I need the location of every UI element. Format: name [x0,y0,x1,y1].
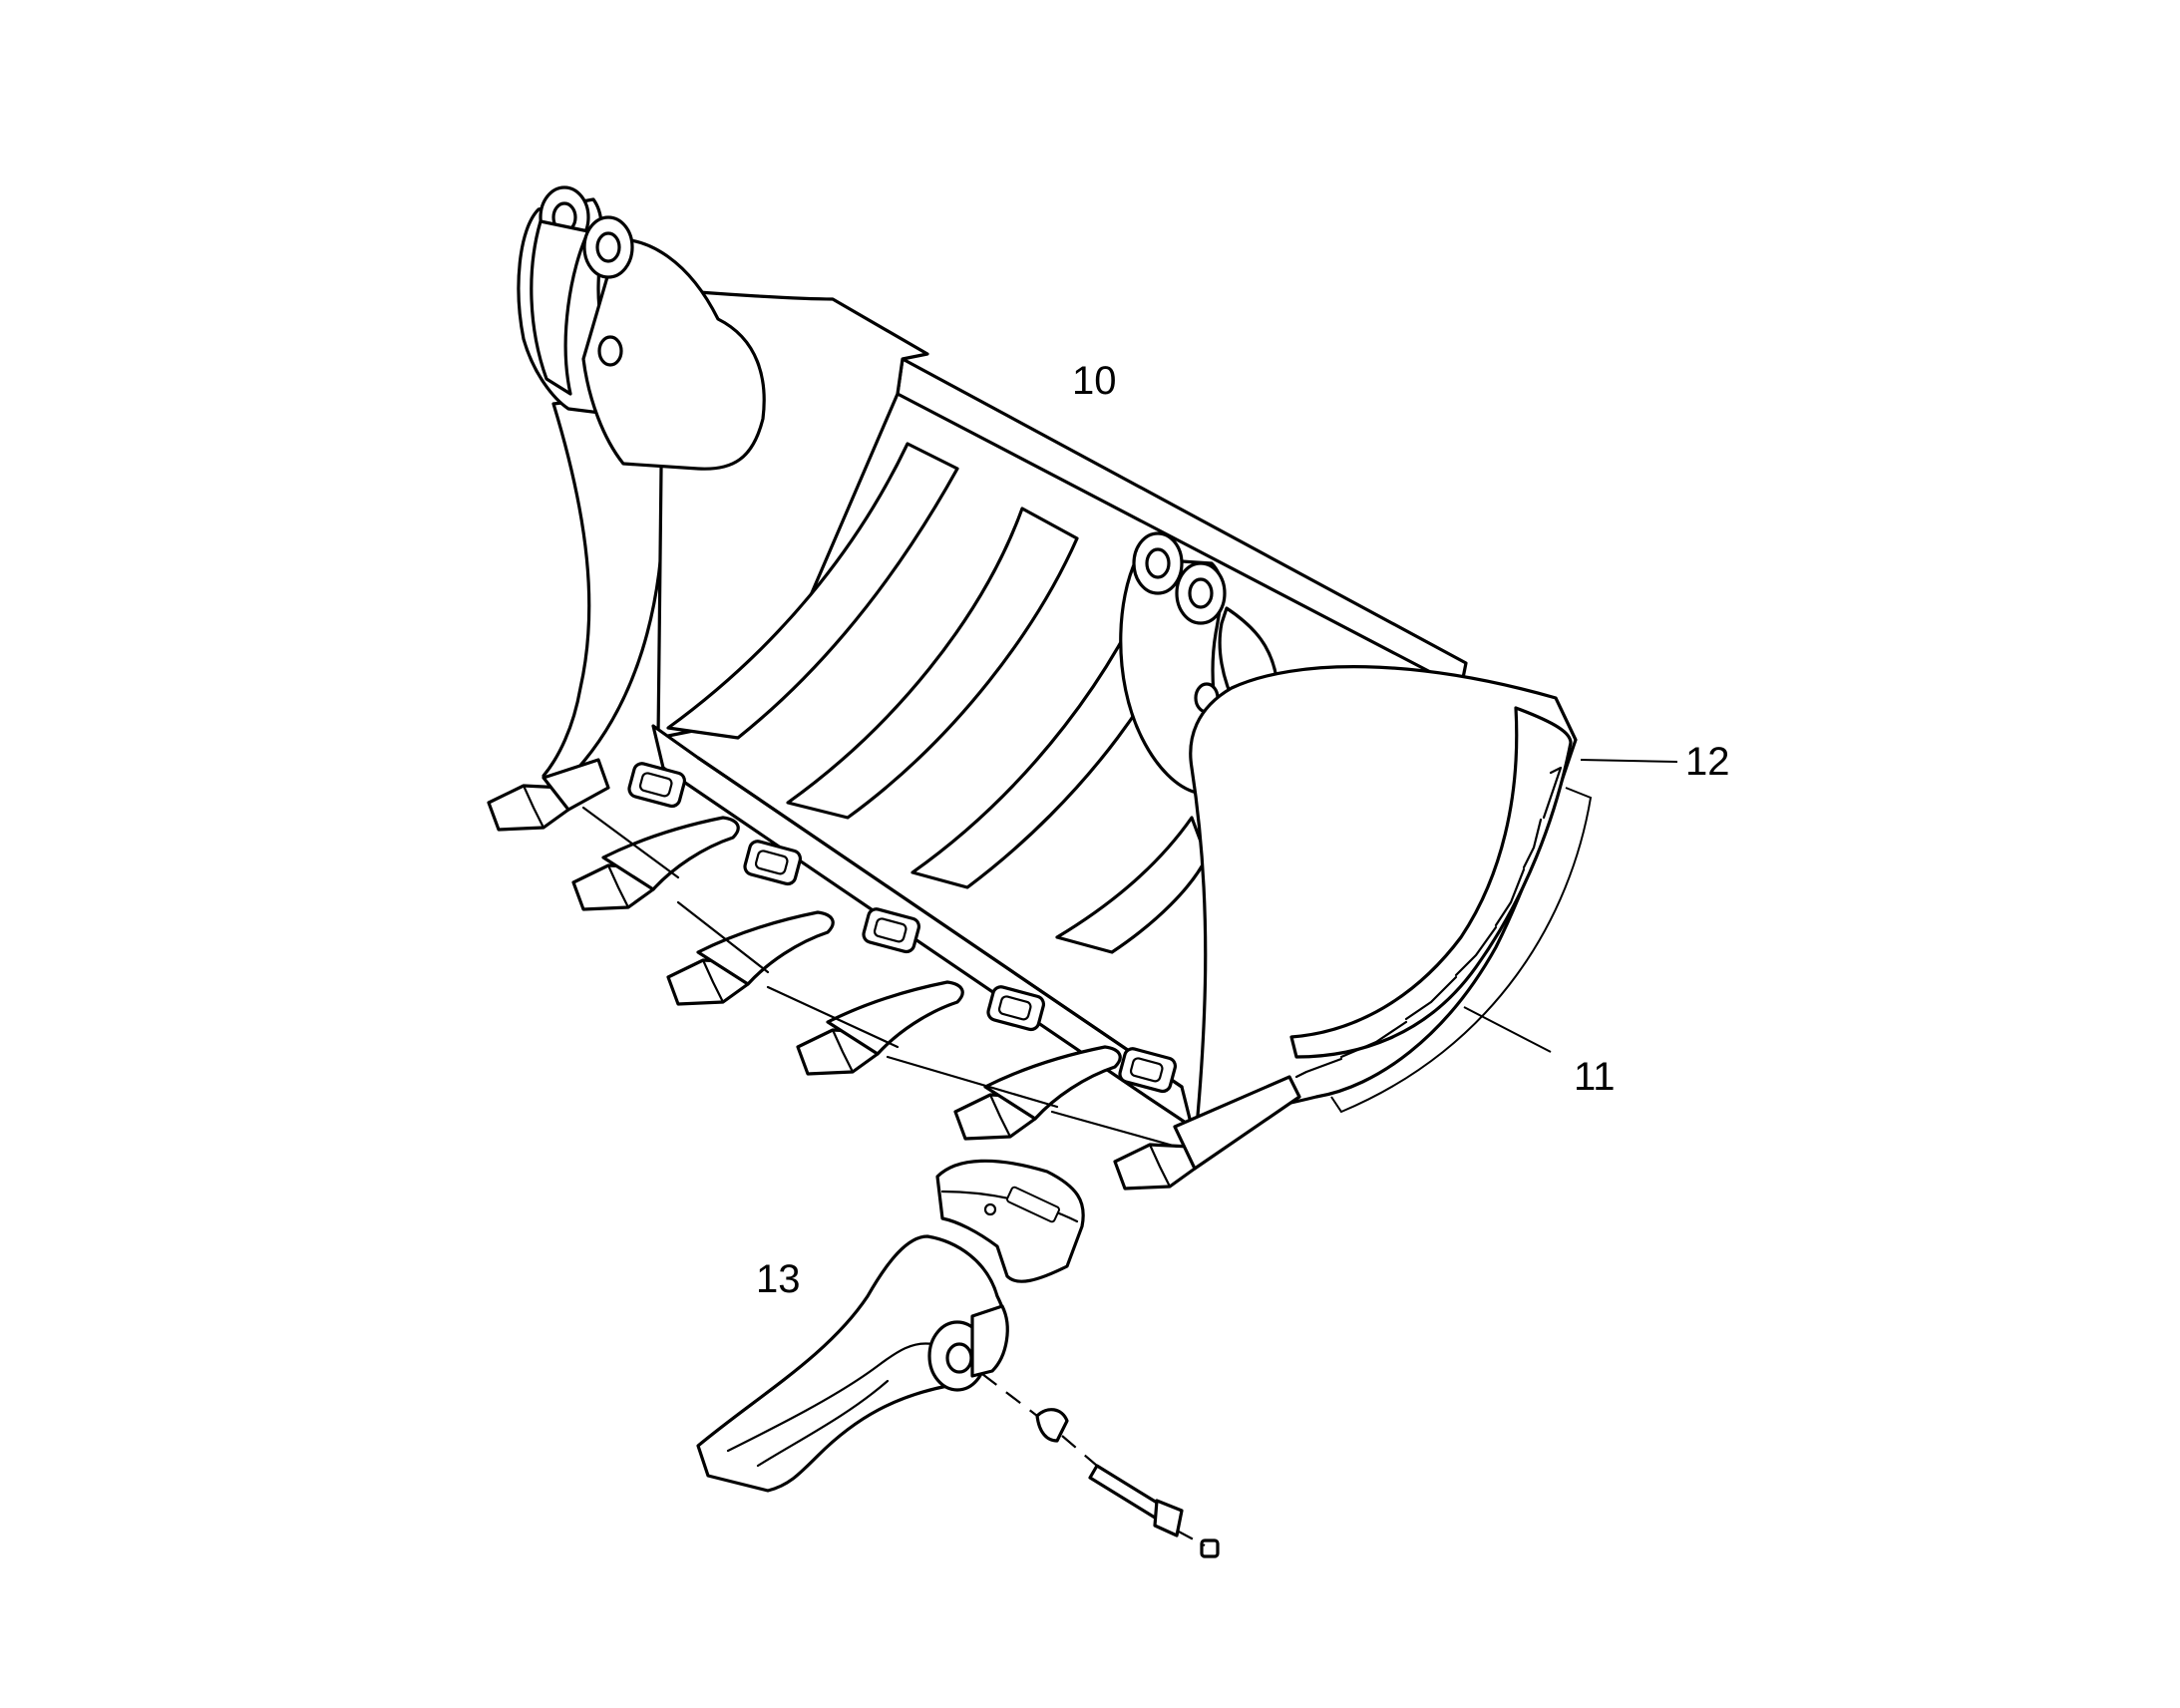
tooth-retainer [1035,1408,1069,1443]
tooth-shroud-hole [983,1202,997,1216]
lip-tooth-3 [666,910,835,1006]
leader-lines [1463,759,1678,1053]
lip-strap-2 [676,900,770,974]
lip-strap-1 [581,806,680,879]
tooth-shroud-logo [1006,1186,1060,1223]
tooth-assembly [696,1159,1220,1558]
left-lug-outer-arm [530,219,590,396]
tooth-pin-hole [945,1342,973,1374]
lip-tooth-6 [1113,1075,1301,1191]
side-cutter-bracket [1330,787,1593,1114]
tooth-point-groove [726,1342,934,1453]
lip-adapter-5 [1118,1047,1178,1094]
tooth-pin [1088,1464,1164,1520]
right-side-face [1289,706,1573,1059]
middle-lug-inner-hole [1188,577,1214,609]
leader-11 [1463,1006,1552,1053]
lip-strap-4 [886,1055,1059,1109]
cutting-edge-lower [696,756,1184,1089]
callout-13: 13 [756,1257,801,1301]
callout-labels: 10 12 11 13 [756,359,1730,1301]
lip-tooth-5 [953,1045,1122,1141]
left-bracket-pin-hole [597,335,623,367]
left-hinge-gusset [581,237,766,471]
tooth-pin-washer [1200,1538,1220,1558]
tooth-assembly-centerline [981,1373,1206,1546]
wear-strip-2 [786,507,1079,820]
tooth-point-lug [970,1304,1009,1378]
lip-strap-5 [1050,1110,1179,1149]
lip-tooth-1 [487,758,610,832]
callout-12: 12 [1685,740,1730,784]
wear-strip-4 [1055,816,1209,954]
lip-tooth-4 [796,980,964,1076]
lip-tooth-2 [571,816,740,911]
lip-teeth [487,758,1301,1191]
tooth-shroud [935,1159,1085,1283]
lip-adapter-2 [743,840,803,886]
left-lug-inner-hole [595,231,621,263]
leader-12 [1580,759,1678,763]
lip-strap-3 [766,985,900,1049]
right-side-plate [1189,665,1578,1129]
wear-strip-1 [666,442,959,740]
lip-adapter-3 [862,907,921,954]
lip-adapter-4 [986,985,1046,1032]
callout-11: 11 [1574,1055,1616,1099]
bucket-body [517,185,1578,1129]
tooth-pin-head [1153,1499,1184,1537]
middle-lug-outer-hole [1145,547,1171,579]
lip-adapter-1 [627,762,687,809]
callout-10: 10 [1072,359,1117,403]
tooth-point-ridge [756,1379,890,1468]
side-cutter-segments [1294,766,1593,1114]
